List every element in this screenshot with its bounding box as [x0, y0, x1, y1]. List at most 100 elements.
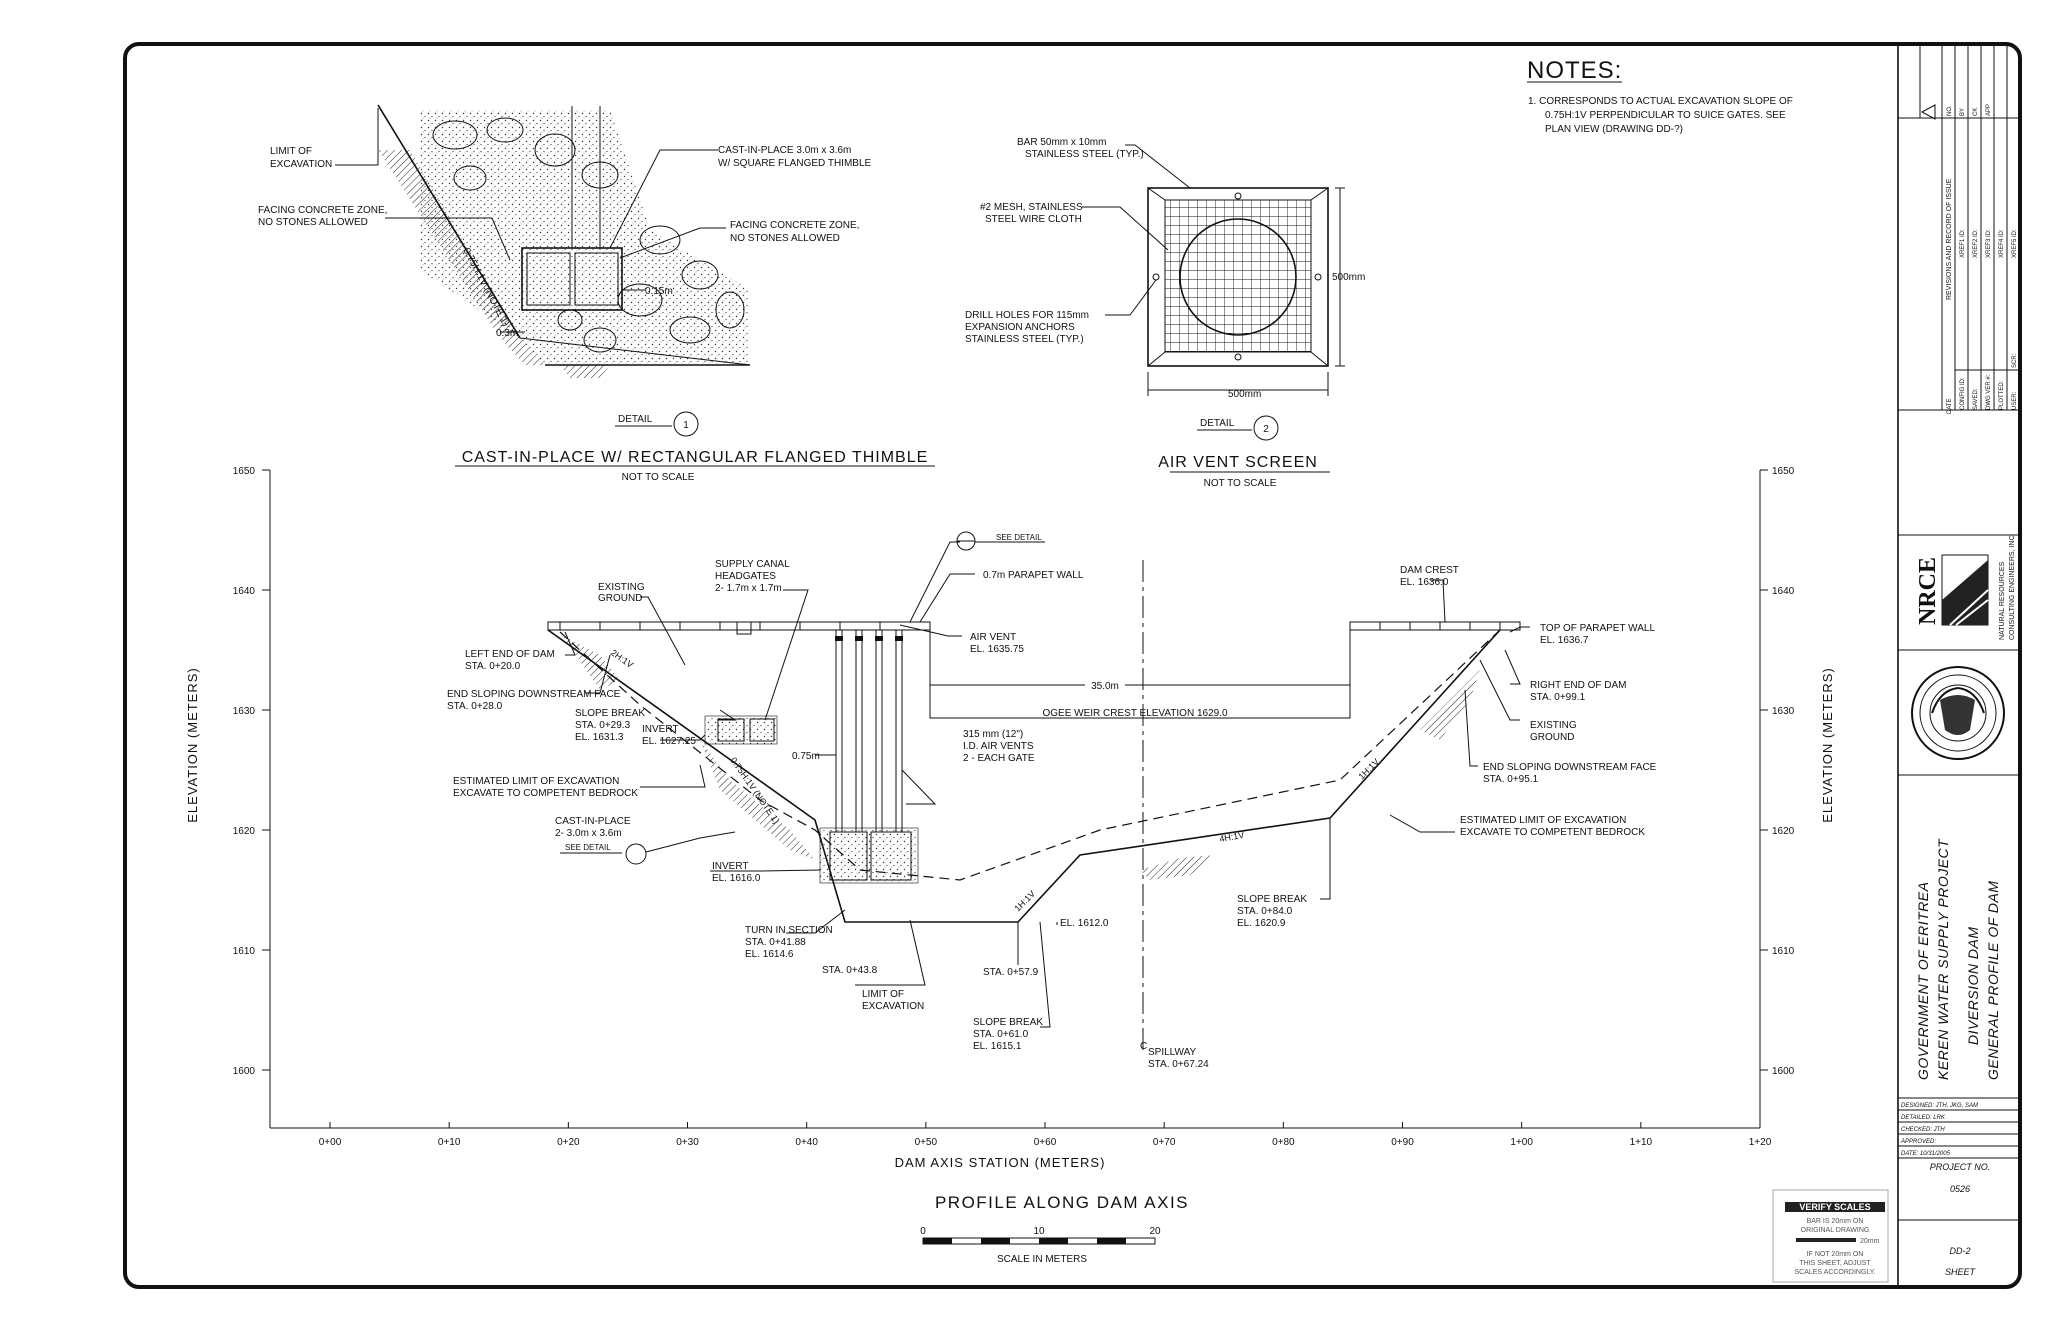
lbl-vents-2: I.D. AIR VENTS — [963, 741, 1034, 752]
y-tick-label: 1650 — [233, 466, 256, 477]
lbl-end-slope-right-1: END SLOPING DOWNSTREAM FACE — [1483, 762, 1657, 773]
d2-mesh-2: STEEL WIRE CLOTH — [985, 214, 1082, 225]
lbl-dam-crest-1: DAM CREST — [1400, 565, 1459, 576]
x-tick-label: 0+30 — [676, 1137, 699, 1148]
tb-date: DATE: 10/31/2005 — [1901, 1151, 1951, 1157]
lbl-left-end-1: LEFT END OF DAM — [465, 649, 555, 660]
d1-facing-left-2: NO STONES ALLOWED — [258, 217, 368, 228]
company-name-1: NATURAL RESOURCES — [1999, 561, 2006, 640]
rev-col-no: NO. — [1947, 105, 1953, 116]
y-tick-label: 1620 — [233, 826, 256, 837]
y-tick-label: 1610 — [233, 946, 256, 957]
y-tick-label: 1640 — [1772, 586, 1795, 597]
y-tick-label: 1630 — [233, 706, 256, 717]
detail-2-air-vent-screen: 500mm 500mm BAR 50mm x 10mm STAINLESS ST… — [965, 137, 1365, 489]
y-tick-label: 1620 — [1772, 826, 1795, 837]
d1-facing-left-1: FACING CONCRETE ZONE, — [258, 205, 387, 216]
lbl-el1612: EL. 1612.0 — [1060, 918, 1109, 929]
file-3: DWG VER #: — [1986, 374, 1992, 410]
d2-tag-num: 2 — [1263, 424, 1269, 435]
tb-sheet-label: SHEET — [1945, 1267, 1977, 1277]
scale-tick-10: 10 — [1033, 1226, 1045, 1237]
slope-1h1v-a: 1H:1V — [1012, 889, 1037, 914]
tb-project-no-label: PROJECT NO. — [1930, 1162, 1991, 1172]
lbl-est-limit-left-1: ESTIMATED LIMIT OF EXCAVATION — [453, 776, 619, 787]
project-title-1: GOVERNMENT OF ERITREA — [1915, 882, 1931, 1080]
y-axis-right: 1650 1640 1630 1620 1610 1600 — [1760, 466, 1795, 1077]
d1-dim-03: 0.3m — [496, 328, 518, 339]
xref-5: XREF5 ID: — [2012, 229, 2018, 258]
lbl-supply-2: HEADGATES — [715, 571, 776, 582]
x-tick-label: 0+00 — [319, 1137, 342, 1148]
notes: NOTES: 1. CORRESPONDS TO ACTUAL EXCAVATI… — [1527, 57, 1793, 135]
rev-col-by: BY — [1960, 108, 1966, 116]
d2-drill-1: DRILL HOLES FOR 115mm — [965, 310, 1089, 321]
lbl-dim-075: 0.75m — [792, 751, 820, 762]
file-2: SAVED: — [1973, 388, 1979, 410]
xref-4: XREF4 ID: — [1999, 229, 2005, 258]
d2-bar-2: STAINLESS STEEL (TYP.) — [1025, 149, 1144, 160]
verify-line-4: THIS SHEET, ADJUST — [1799, 1260, 1871, 1267]
lbl-cast-in-place-1: CAST-IN-PLACE — [555, 816, 631, 827]
d2-title: AIR VENT SCREEN — [1158, 454, 1318, 471]
tb-checked: CHECKED: JTH — [1901, 1127, 1945, 1133]
lbl-slope-break2-1: SLOPE BREAK — [1237, 894, 1307, 905]
d1-dim-015: 0.15m — [645, 286, 673, 297]
lbl-spillway-1: SPILLWAY — [1148, 1047, 1196, 1058]
verify-line-5: SCALES ACCORDINGLY. — [1794, 1269, 1875, 1276]
note-1-line-1: 1. CORRESPONDS TO ACTUAL EXCAVATION SLOP… — [1528, 96, 1793, 107]
d2-dim-horizontal: 500mm — [1228, 389, 1261, 400]
verify-scales-box: VERIFY SCALES BAR IS 20mm ON ORIGINAL DR… — [1772, 1189, 1889, 1283]
lbl-supply-1: SUPPLY CANAL — [715, 559, 790, 570]
lbl-limit-exc-1: LIMIT OF — [862, 989, 904, 1000]
verify-line-3: IF NOT 20mm ON — [1807, 1251, 1864, 1258]
y-tick-label: 1630 — [1772, 706, 1795, 717]
x-tick-label: 0+60 — [1034, 1137, 1057, 1148]
d1-facing-right-1: FACING CONCRETE ZONE, — [730, 220, 859, 231]
d1-limit-1: LIMIT OF — [270, 146, 312, 157]
lbl-end-slope-right-2: STA. 0+95.1 — [1483, 774, 1539, 785]
d2-tag-label: DETAIL — [1200, 418, 1235, 429]
x-axis-label: DAM AXIS STATION (METERS) — [895, 1155, 1106, 1170]
xref-3: XREF3 ID: — [1986, 229, 1992, 258]
file-5: USER: — [2012, 391, 2018, 410]
profile-along-dam-axis: 1650 1640 1630 1620 1610 1600 1650 1640 1630 162… — [185, 466, 1835, 1212]
y-tick-label: 1640 — [233, 586, 256, 597]
title-block: REVISIONS AND RECORD OF ISSUE DATE NO. B… — [1897, 44, 2020, 1287]
lbl-left-end-2: STA. 0+20.0 — [465, 661, 521, 672]
slope-2h1v: 2H:1V — [609, 647, 635, 670]
x-tick-label: 0+70 — [1153, 1137, 1176, 1148]
lbl-right-end-1: RIGHT END OF DAM — [1530, 680, 1626, 691]
project-title-2: KEREN WATER SUPPLY PROJECT — [1935, 838, 1951, 1080]
company-logo: NRCE — [1915, 557, 1941, 625]
slope-4h1v: 4H:1V — [1219, 830, 1245, 844]
lbl-existing-ground-right-1: EXISTING — [1530, 720, 1577, 731]
tb-approved: APPROVED: — [1900, 1139, 1936, 1145]
lbl-slope-break2-2: STA. 0+84.0 — [1237, 906, 1293, 917]
d1-scale: NOT TO SCALE — [622, 472, 695, 483]
lbl-spillway-2: STA. 0+67.24 — [1148, 1059, 1209, 1070]
x-tick-label: 0+40 — [795, 1137, 818, 1148]
lbl-invert2-2: EL. 1616.0 — [712, 873, 761, 884]
y-tick-label: 1600 — [1772, 1066, 1795, 1077]
d2-drill-3: STAINLESS STEEL (TYP.) — [965, 334, 1084, 345]
lbl-slope-break3-3: EL. 1615.1 — [973, 1041, 1022, 1052]
lbl-est-limit-left-2: EXCAVATE TO COMPETENT BEDROCK — [453, 788, 638, 799]
scale-label: SCALE IN METERS — [997, 1254, 1087, 1265]
ogee-crest: OGEE WEIR CREST ELEVATION 1629.0 — [1042, 708, 1227, 719]
dim-35m: 35.0m — [1091, 681, 1119, 692]
x-tick-label: 1+20 — [1749, 1137, 1772, 1148]
drawing-title-2: GENERAL PROFILE OF DAM — [1985, 880, 2001, 1080]
y-tick-label: 1650 — [1772, 466, 1795, 477]
verify-mm: 20mm — [1860, 1238, 1880, 1245]
scale-tick-20: 20 — [1149, 1226, 1161, 1237]
y-tick-label: 1610 — [1772, 946, 1795, 957]
d2-mesh-1: #2 MESH, STAINLESS — [980, 202, 1083, 213]
lbl-air-vent-1: AIR VENT — [970, 632, 1016, 643]
d1-limit-2: EXCAVATION — [270, 159, 332, 170]
lbl-see-detail: SEE DETAIL — [565, 843, 611, 852]
slope-1h1v-b: 1H:1V — [1356, 757, 1381, 782]
notes-heading: NOTES: — [1527, 57, 1622, 84]
